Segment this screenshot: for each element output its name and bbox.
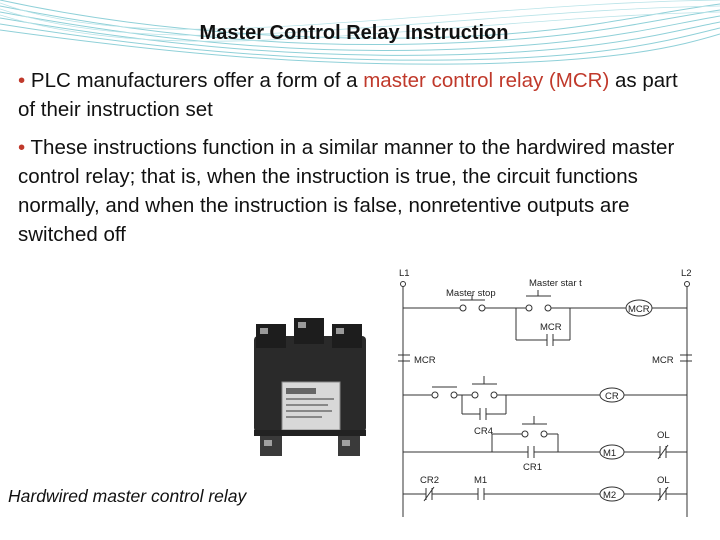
master-start-label: Master star t xyxy=(529,278,582,289)
bullet-marker: • xyxy=(18,69,26,92)
ol-label-1: OL xyxy=(657,430,670,441)
cr4-label: CR4 xyxy=(474,426,493,437)
bullet-marker: • xyxy=(18,136,26,159)
bullet-text: PLC manufacturers offer a form of a xyxy=(30,69,358,92)
rail-l2-label: L2 xyxy=(681,268,692,279)
bullet-mcr-instruction: • PLC manufacturers offer a form of a ma… xyxy=(18,66,698,124)
cr2-label: CR2 xyxy=(420,475,439,486)
photo-caption: Hardwired master control relay xyxy=(8,486,247,506)
cr-coil-label: CR xyxy=(605,391,619,402)
mcr-coil-label: MCR xyxy=(628,304,650,315)
m1-coil-label: M1 xyxy=(603,448,616,459)
relay-photo xyxy=(246,300,374,478)
bullet-text-end: as part of their instruction set xyxy=(18,69,678,121)
cr1-label: CR1 xyxy=(523,462,542,473)
mcr-start-label: MCR xyxy=(414,355,436,366)
bullet-mcr-function: • These instructions function in a simil… xyxy=(18,133,698,249)
ol-label-2: OL xyxy=(657,475,670,486)
mcr-seal-label: MCR xyxy=(540,322,562,333)
m1-contact-label: M1 xyxy=(474,475,487,486)
m2-coil-label: M2 xyxy=(603,490,616,501)
bullet-text: These instructions function in a similar… xyxy=(18,136,675,246)
slide-title: Master Control Relay Instruction xyxy=(199,22,509,44)
ladder-diagram: L1 L2 Master star t Master stop MCR MCR … xyxy=(398,268,692,517)
master-stop-label: Master stop xyxy=(446,288,496,299)
decorative-swoosh-header xyxy=(0,0,720,65)
bullet-highlight: master control relay (MCR) xyxy=(363,69,610,92)
rail-l1-label: L1 xyxy=(399,268,410,279)
mcr-end-label: MCR xyxy=(652,355,674,366)
